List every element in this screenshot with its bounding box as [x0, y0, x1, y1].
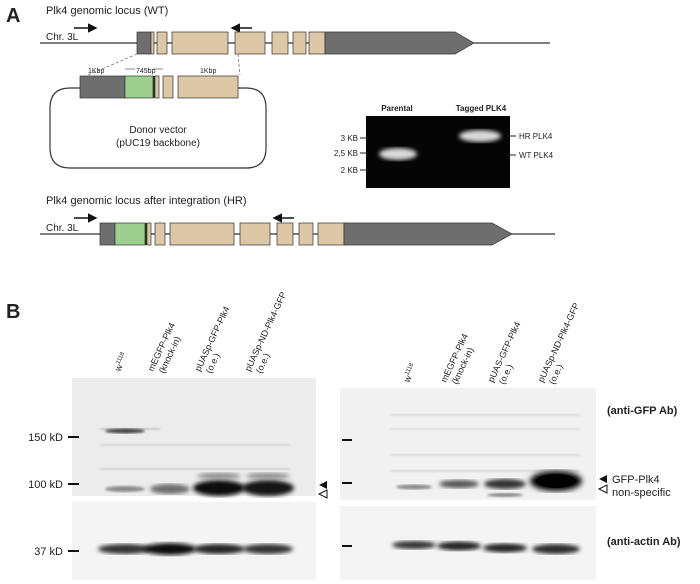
size-markers: 150 kD 100 kD 37 kD — [28, 432, 79, 558]
marker-100kd: 100 kD — [28, 479, 63, 491]
donor-vector-label: Donor vector — [129, 125, 187, 136]
band-hr-plk4: HR PLK4 — [519, 132, 553, 141]
gfp-plk4-arrowhead-left — [319, 481, 327, 489]
left-gfp-blot — [72, 378, 316, 496]
anti-actin-label: (anti-actin Ab) — [607, 536, 681, 548]
gfp-plk4-arrowhead-right — [599, 475, 607, 483]
marker-37kd: 37 kD — [34, 546, 63, 558]
lane-label-w1118-right: w1118 — [401, 362, 419, 385]
panel-a-label: A — [6, 5, 20, 27]
wt-locus-title: Plk4 genomic locus (WT) — [46, 5, 168, 17]
anti-gfp-label: (anti-GFP Ab) — [607, 405, 678, 417]
left-lane-labels: w1118 mEGFP-Plk4 (knock-in) pUASp-GFP-Pl… — [112, 290, 288, 375]
chr-label-hr: Chr. 3L — [46, 223, 79, 234]
arm-left-size: 1Kbp — [88, 68, 104, 75]
gel-lane-tagged: Tagged PLK4 — [456, 104, 507, 113]
band-wt-plk4: WT PLK4 — [519, 151, 554, 160]
gel-lane-parental: Parental — [381, 104, 413, 113]
ladder-3kb: 3 KB — [341, 134, 358, 143]
ladder-2-5kb: 2,5 KB — [334, 149, 358, 158]
chr-label-wt: Chr. 3L — [46, 32, 79, 43]
right-lane-labels: w1118 mEGFP-Plk4 (knock-in) pUAS-GFP-Plk… — [401, 301, 581, 386]
right-gfp-blot — [340, 388, 596, 500]
left-actin-blot — [72, 502, 316, 580]
hr-locus: Chr. 3L — [40, 213, 555, 246]
arm-right-size: 1Kbp — [200, 68, 216, 75]
right-actin-blot — [340, 506, 596, 580]
pcr-gel: Parental Tagged PLK4 3 KB 2,5 KB 2 KB HR… — [334, 104, 554, 188]
insert-size: 745bp — [136, 68, 156, 75]
nonspecific-arrowhead-left — [317, 489, 328, 499]
gfp-plk4-label: GFP-Plk4 — [612, 474, 660, 486]
hr-locus-title: Plk4 genomic locus after integration (HR… — [46, 195, 247, 207]
non-specific-label: non-specific — [612, 487, 671, 499]
donor-backbone-label: (pUC19 backbone) — [116, 138, 200, 149]
wt-locus: Chr. 3L — [40, 23, 550, 55]
lane-label-w1118: w1118 — [112, 351, 130, 374]
nonspecific-arrowhead-right — [597, 484, 608, 494]
ladder-2kb: 2 KB — [341, 166, 358, 175]
donor-construct: 1Kbp 745bp 1Kbp Donor vector (pUC19 back… — [49, 68, 267, 169]
marker-150kd: 150 kD — [28, 432, 63, 444]
panel-b-label: B — [6, 301, 20, 323]
